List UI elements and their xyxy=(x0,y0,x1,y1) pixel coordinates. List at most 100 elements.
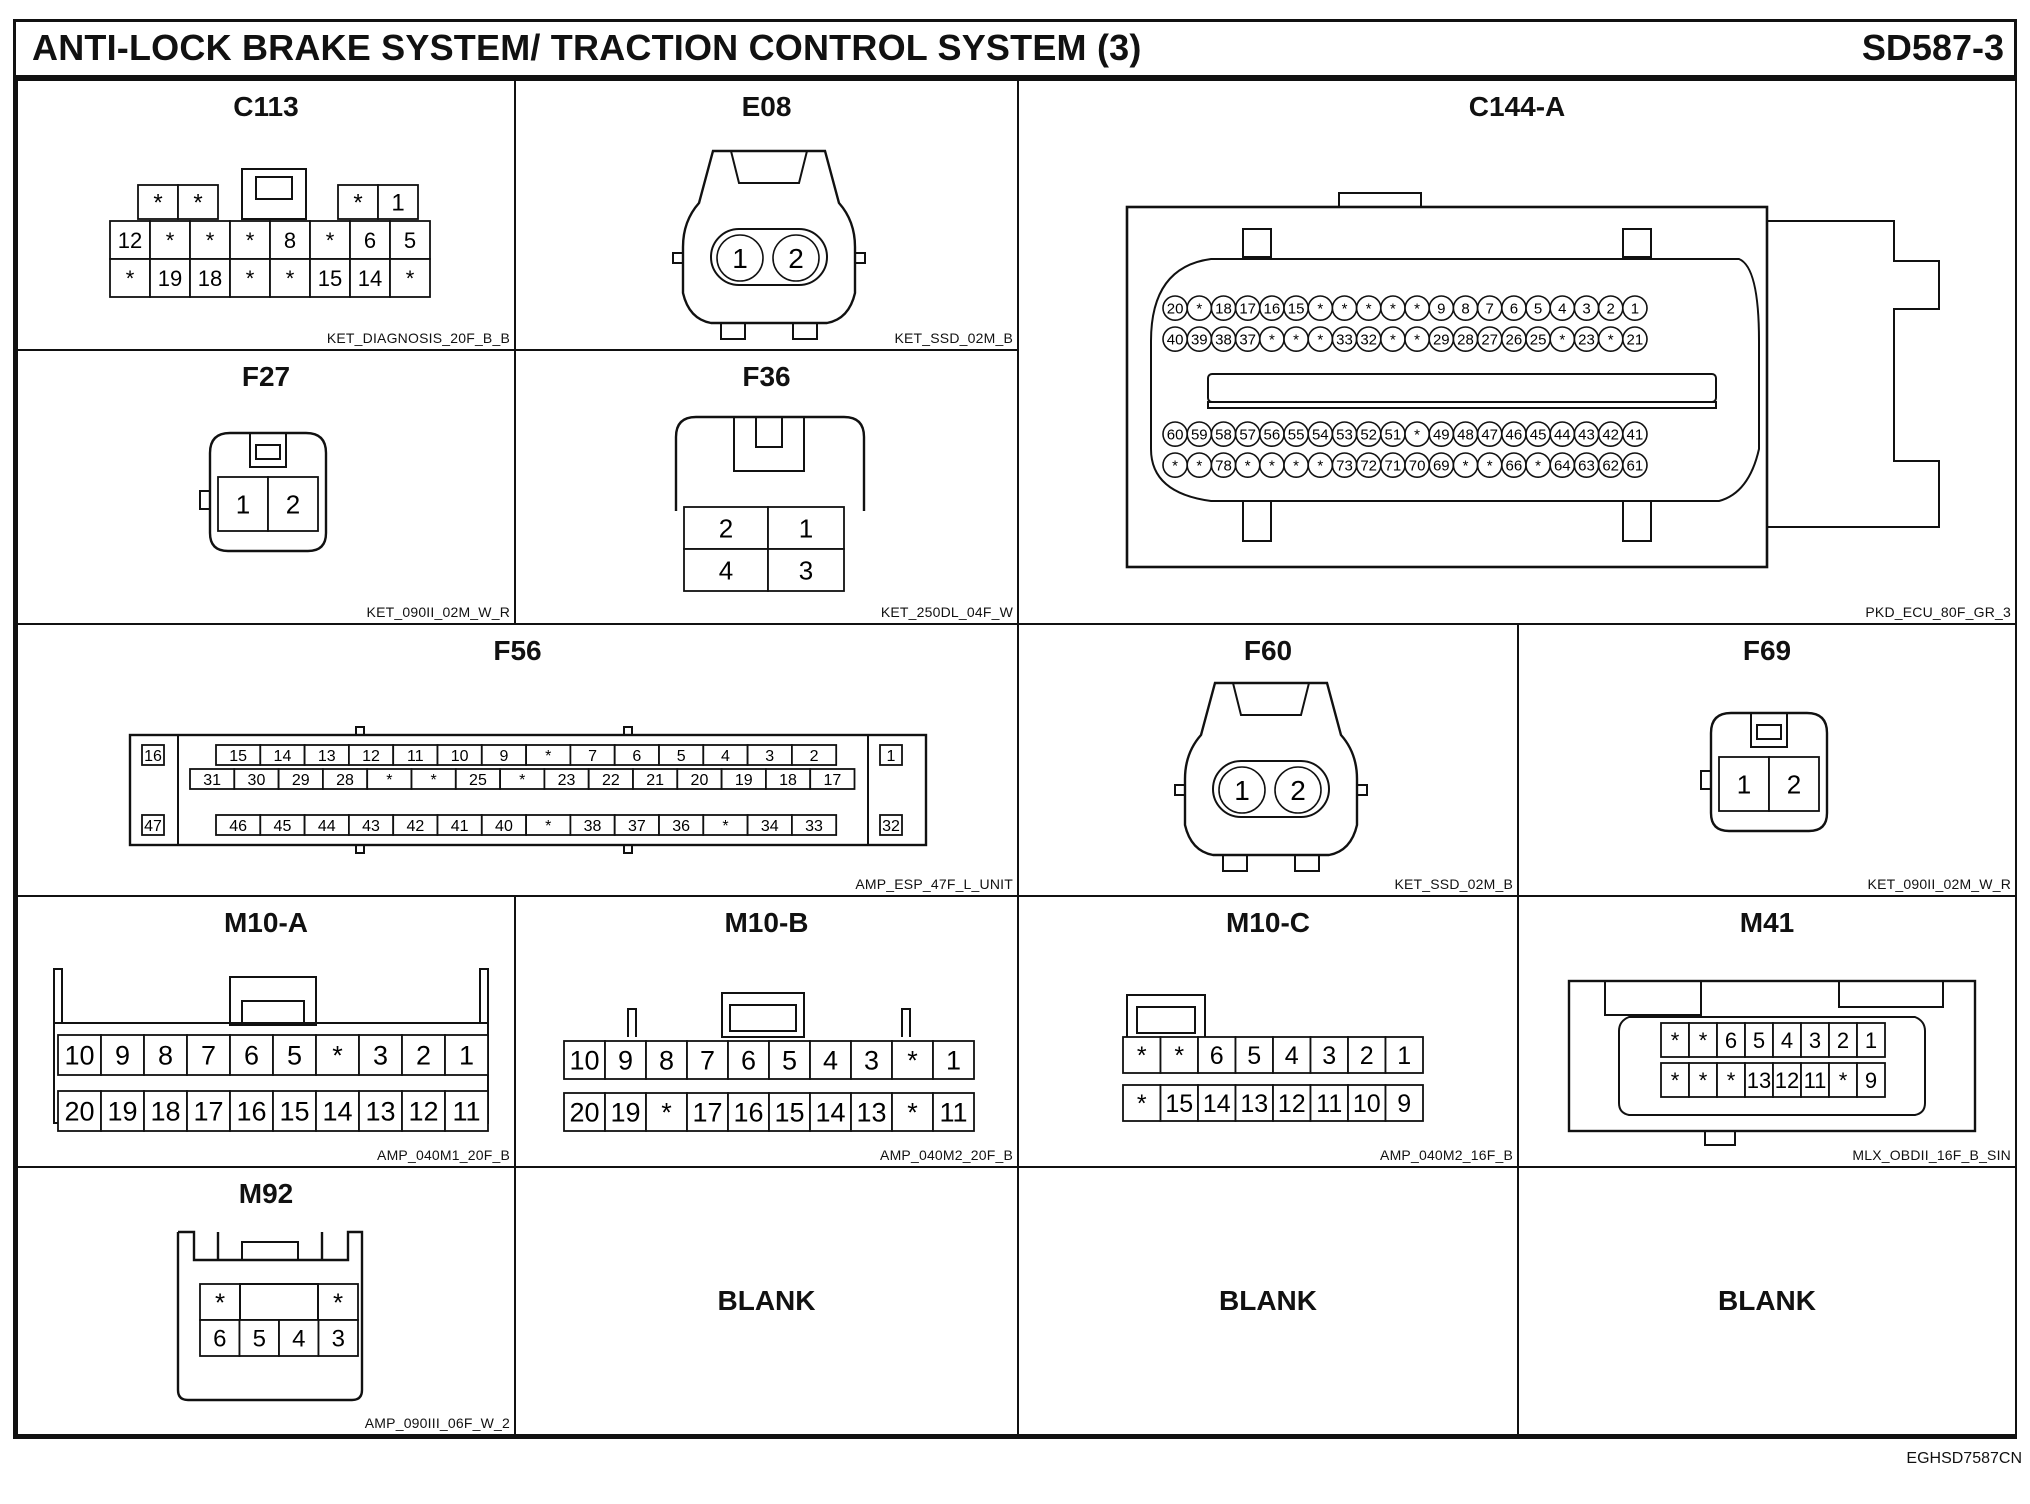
pin-label: 38 xyxy=(584,818,602,835)
pin-label: 33 xyxy=(805,818,823,835)
pin-outline xyxy=(444,1034,489,1076)
pin-label: * xyxy=(1839,1068,1848,1093)
pin-label: 2 xyxy=(788,243,804,274)
pin-label: 33 xyxy=(1336,332,1353,349)
pin-label: 15 xyxy=(318,266,342,291)
pin-label: 3 xyxy=(864,1046,879,1076)
pin-label: 40 xyxy=(495,818,513,835)
pin-label: 9 xyxy=(618,1046,633,1076)
connector-body xyxy=(1125,205,1769,569)
pin-outline xyxy=(791,814,838,836)
pin-label: 3 xyxy=(1809,1028,1821,1053)
pin-label: 9 xyxy=(1397,1090,1411,1118)
pin-label: * xyxy=(1463,458,1469,475)
pin-label: 45 xyxy=(1530,427,1547,444)
pin-label: 9 xyxy=(1865,1068,1877,1093)
connector-name: F56 xyxy=(493,635,542,666)
pin-label: 66 xyxy=(1506,458,1523,475)
pin-outline xyxy=(772,234,820,282)
pin-label: 6 xyxy=(1510,301,1518,318)
pin-label: 45 xyxy=(274,818,292,835)
pin-outline xyxy=(1159,1084,1199,1122)
connector-body xyxy=(1150,258,1760,502)
connector-body xyxy=(1294,855,1320,872)
pin-label: 4 xyxy=(823,1046,838,1076)
pin-label: 43 xyxy=(1578,427,1595,444)
pin-outline xyxy=(850,1092,893,1132)
connector-name: C113 xyxy=(233,91,299,122)
pin-label: * xyxy=(545,748,551,765)
connector-body xyxy=(855,252,866,264)
pin-outline xyxy=(716,234,764,282)
connector-body xyxy=(755,416,783,448)
pin-label: 18 xyxy=(198,266,222,291)
pin-label: 6 xyxy=(364,228,376,253)
pin-label: 13 xyxy=(365,1097,395,1127)
pin-outline xyxy=(377,184,419,220)
pin-label: 44 xyxy=(1554,427,1571,444)
pin-label: 4 xyxy=(1558,301,1566,318)
pin-label: 4 xyxy=(1285,1042,1299,1070)
pin-outline xyxy=(1828,1022,1858,1058)
pin-label: 43 xyxy=(362,818,380,835)
pin-outline xyxy=(891,1040,934,1080)
pin-label: 8 xyxy=(1461,301,1469,318)
connector-name: E08 xyxy=(741,91,792,122)
connector-body xyxy=(1622,228,1652,258)
pin-outline xyxy=(1856,1022,1886,1058)
pin-label: 1 xyxy=(1631,301,1639,318)
pin-label: * xyxy=(1366,301,1372,318)
pin-label: * xyxy=(1671,1068,1680,1093)
connector-part-number: MLX_OBDII_16F_B_SIN xyxy=(1852,1147,2011,1163)
connector-body xyxy=(1604,981,1944,1016)
pin-label: 11 xyxy=(939,1098,967,1128)
pin-label: 18 xyxy=(1215,301,1232,318)
pin-label: 55 xyxy=(1288,427,1305,444)
pin-label: 1 xyxy=(732,243,748,274)
pin-outline xyxy=(563,1040,606,1080)
pin-label: 41 xyxy=(451,818,469,835)
pin-label: * xyxy=(333,1287,343,1317)
connector-body xyxy=(1357,784,1368,796)
pin-label: * xyxy=(1172,458,1178,475)
pin-label: 10 xyxy=(1353,1090,1381,1118)
pin-outline xyxy=(229,258,271,298)
connector-part-number: AMP_040M1_20F_B xyxy=(377,1147,510,1163)
pin-label: * xyxy=(1317,458,1323,475)
connector-body xyxy=(208,431,328,553)
connector-body xyxy=(53,968,489,1023)
pin-label: 2 xyxy=(719,513,733,543)
pin-label: 2 xyxy=(1787,769,1801,799)
pin-label: * xyxy=(1535,458,1541,475)
pin-label: 54 xyxy=(1312,427,1329,444)
pin-label: 63 xyxy=(1578,458,1595,475)
connector-body xyxy=(177,734,869,846)
pin-label: 1 xyxy=(1234,775,1250,806)
pin-label: 13 xyxy=(1747,1068,1771,1093)
pin-label: 46 xyxy=(229,818,247,835)
pin-label: * xyxy=(1196,301,1202,318)
connector-body xyxy=(1750,712,1788,748)
pin-label: 2 xyxy=(1360,1042,1374,1070)
pin-label: * xyxy=(1269,458,1275,475)
pin-label: 13 xyxy=(1240,1090,1268,1118)
diagram-sheet: ANTI-LOCK BRAKE SYSTEM/ TRACTION CONTROL… xyxy=(13,19,2017,1439)
page-title: ANTI-LOCK BRAKE SYSTEM/ TRACTION CONTROL… xyxy=(32,27,1142,68)
pin-outline xyxy=(1688,1022,1718,1058)
pin-label: 5 xyxy=(1247,1042,1261,1070)
pin-label: 32 xyxy=(1360,332,1377,349)
pin-outline xyxy=(686,1040,729,1080)
connector-body xyxy=(623,726,633,736)
pin-outline xyxy=(401,1090,446,1132)
pin-outline xyxy=(1384,1036,1424,1074)
pin-outline xyxy=(932,1040,975,1080)
pin-label: * xyxy=(907,1098,918,1128)
pin-outline xyxy=(444,1090,489,1132)
pin-outline xyxy=(401,1034,446,1076)
pin-label: 46 xyxy=(1506,427,1523,444)
connector-body xyxy=(255,444,281,460)
